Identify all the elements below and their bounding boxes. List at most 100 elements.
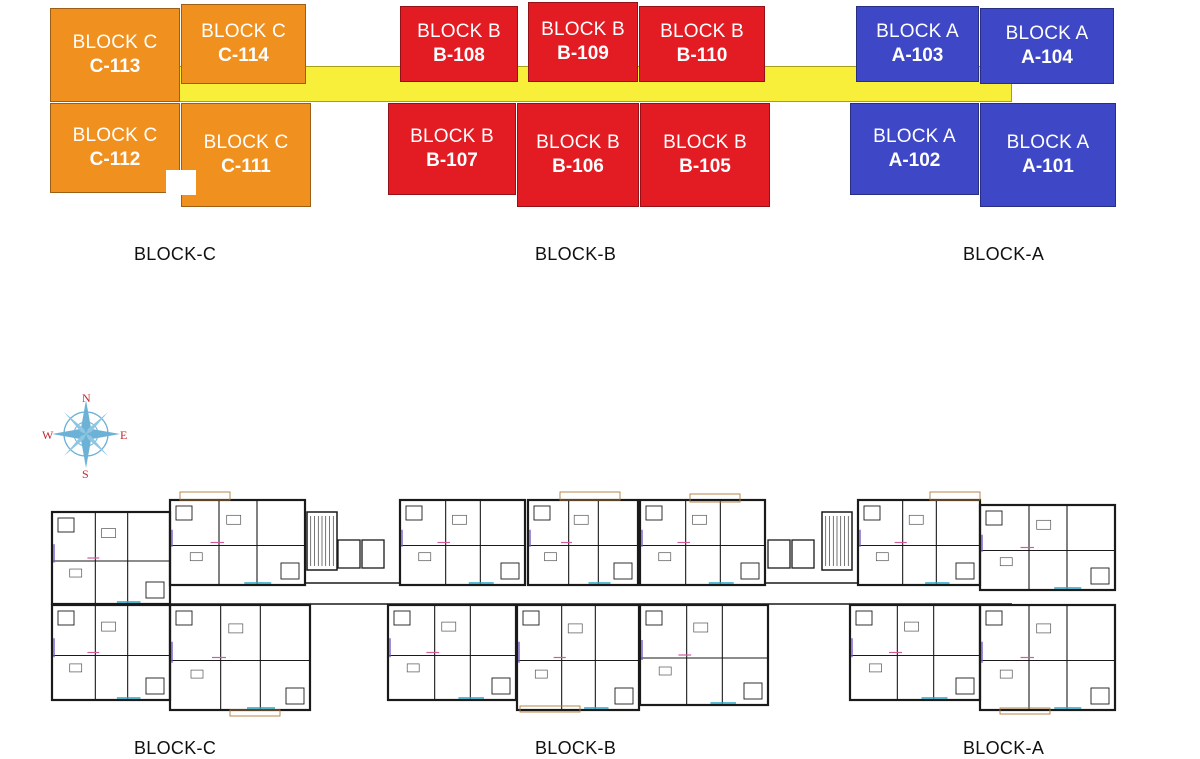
unit-b-108[interactable]: BLOCK B B-108 (400, 6, 518, 82)
unit-block-title: BLOCK A (873, 126, 956, 147)
floorplan-block-a-label: BLOCK-A (963, 738, 1045, 758)
unit-c-113[interactable]: BLOCK C C-113 (50, 8, 180, 102)
furniture-bed (441, 621, 457, 632)
toilet-room (393, 610, 411, 626)
compass-n: N (82, 391, 91, 405)
toilet-room (175, 505, 193, 521)
notch (166, 170, 196, 195)
furniture-sofa (658, 552, 672, 562)
unit-outline (978, 603, 1117, 712)
unit-code: C-113 (89, 56, 141, 77)
unit-outline (398, 498, 527, 587)
furniture-sofa (534, 669, 548, 679)
kitchen-room (1090, 567, 1110, 585)
unit-c-111[interactable]: BLOCK C C-111 (181, 103, 311, 207)
furniture-bed (228, 623, 244, 634)
kitchen-room (955, 677, 975, 695)
compass-icon (52, 400, 120, 468)
balcony (689, 493, 741, 503)
unit-a-101[interactable]: BLOCK A A-101 (980, 103, 1116, 207)
unit-block-title: BLOCK C (203, 132, 289, 153)
lift-shaft (361, 539, 385, 569)
toilet-room (645, 610, 663, 626)
balcony (999, 707, 1051, 715)
toilet-room (405, 505, 423, 521)
furniture-bed (101, 528, 116, 538)
furniture-sofa (875, 552, 889, 562)
furniture-bed (567, 623, 583, 634)
unit-a-103[interactable]: BLOCK A A-103 (856, 6, 979, 82)
unit-block-title: BLOCK A (1006, 132, 1090, 153)
unit-b-107[interactable]: BLOCK B B-107 (388, 103, 516, 195)
unit-block-title: BLOCK B (541, 19, 625, 40)
unit-c-112[interactable]: BLOCK C C-112 (50, 103, 180, 193)
unit-outline (526, 498, 640, 587)
unit-outline (848, 603, 982, 702)
balcony (519, 705, 581, 713)
kitchen-room (743, 682, 763, 700)
balcony (229, 709, 281, 717)
unit-outline (856, 498, 982, 587)
unit-outline (50, 510, 172, 606)
unit-a-102[interactable]: BLOCK A A-102 (850, 103, 979, 195)
compass-s: S (82, 467, 89, 481)
unit-outline (386, 603, 518, 702)
furniture-sofa (869, 663, 882, 673)
furniture-bed (904, 621, 919, 632)
furniture-sofa (544, 552, 557, 562)
staircase (306, 511, 338, 571)
kitchen-room (500, 562, 520, 580)
kitchen-room (280, 562, 300, 580)
furniture-bed (692, 514, 707, 525)
unit-code: B-106 (552, 156, 604, 177)
unit-code: C-112 (89, 149, 141, 170)
unit-block-title: BLOCK B (663, 132, 747, 153)
balcony (929, 491, 981, 501)
toilet-room (533, 505, 551, 521)
floorplan-block-c-label: BLOCK-C (134, 738, 217, 758)
toilet-room (522, 610, 540, 626)
furniture-sofa (658, 666, 672, 676)
unit-b-105[interactable]: BLOCK B B-105 (640, 103, 770, 207)
toilet-room (863, 505, 881, 521)
unit-c-114[interactable]: BLOCK C C-114 (181, 4, 306, 84)
unit-outline (168, 498, 307, 587)
unit-b-109[interactable]: BLOCK B B-109 (528, 2, 638, 82)
unit-outline (515, 603, 641, 712)
furniture-sofa (190, 669, 204, 679)
unit-block-title: BLOCK A (1005, 23, 1089, 44)
unit-code: B-109 (557, 43, 609, 64)
toilet-room (985, 510, 1003, 526)
furniture-bed (226, 514, 242, 525)
unit-b-106[interactable]: BLOCK B B-106 (517, 103, 639, 207)
furniture-bed (573, 514, 589, 525)
unit-a-104[interactable]: BLOCK A A-104 (980, 8, 1114, 84)
toilet-room (175, 610, 193, 626)
unit-outline (638, 498, 767, 587)
furniture-bed (101, 621, 116, 632)
furniture-sofa (69, 568, 83, 578)
unit-code: B-110 (676, 45, 728, 66)
floorplan-block-b-label: BLOCK-B (535, 738, 617, 758)
block-c-label: BLOCK-C (134, 244, 217, 264)
unit-block-title: BLOCK C (72, 32, 158, 53)
furniture-sofa (69, 663, 83, 673)
unit-code: B-107 (426, 150, 478, 171)
unit-block-title: BLOCK B (417, 21, 501, 42)
compass-w: W (42, 428, 54, 442)
unit-outline (978, 503, 1117, 592)
furniture-sofa (999, 669, 1013, 679)
furniture-bed (1036, 623, 1052, 634)
unit-outline (50, 603, 172, 702)
unit-code: C-111 (221, 156, 271, 177)
furniture-sofa (999, 557, 1013, 567)
unit-code: A-102 (888, 150, 941, 171)
furniture-bed (693, 622, 709, 633)
furniture-bed (1036, 519, 1052, 530)
unit-outline (168, 603, 312, 712)
kitchen-room (145, 581, 165, 599)
furniture-sofa (418, 552, 432, 562)
unit-b-110[interactable]: BLOCK B B-110 (639, 6, 765, 82)
staircase (821, 511, 853, 571)
